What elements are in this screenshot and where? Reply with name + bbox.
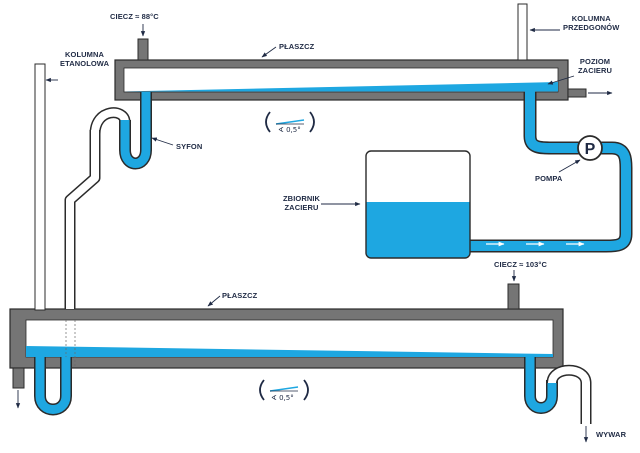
label-angle-top: ∢ 0,5° bbox=[278, 126, 301, 134]
upper-liquid-layer bbox=[124, 82, 558, 92]
return-pipe bbox=[64, 107, 131, 368]
lower-column bbox=[9, 283, 564, 389]
angle-indicator-top bbox=[265, 111, 315, 133]
label-siphon: SYFON bbox=[176, 142, 203, 151]
upper-column bbox=[114, 3, 587, 101]
arrow-siphon bbox=[151, 137, 174, 146]
label-mash-level: POZIOM ZACIERU bbox=[578, 57, 612, 75]
lower-liquid-layer bbox=[26, 346, 553, 357]
lower-left-outlet bbox=[12, 367, 25, 389]
pointer-arrows bbox=[15, 24, 613, 443]
label-mash-level-line2: ZACIERU bbox=[578, 66, 613, 75]
mash-tank bbox=[365, 150, 471, 259]
angle-indicator-bottom bbox=[259, 379, 309, 401]
label-column-ethanol: KOLUMNA ETANOLOWA bbox=[60, 50, 109, 68]
upper-inlet-stub bbox=[137, 38, 149, 61]
label-liquid-top: CIECZ ≈ 88°C bbox=[110, 12, 159, 21]
label-mash-tank: ZBIORNIK ZACIERU bbox=[283, 194, 320, 212]
foreshots-column-tube bbox=[517, 3, 528, 61]
label-column-pre-line1: KOLUMNA bbox=[571, 14, 611, 23]
label-mash-level-line1: POZIOM bbox=[579, 57, 611, 66]
lower-left-siphon bbox=[34, 357, 72, 416]
upper-siphon bbox=[119, 92, 152, 170]
arrow-pump bbox=[558, 159, 581, 173]
pump: P bbox=[577, 135, 603, 161]
mash-line-upper bbox=[523, 90, 580, 155]
label-column-ethanol-line2: ETANOLOWA bbox=[60, 59, 110, 68]
ethanol-column-tube bbox=[34, 63, 46, 311]
label-jacket-bottom: PŁASZCZ bbox=[222, 291, 258, 300]
arrow-jacket-top bbox=[261, 46, 277, 58]
pump-circle bbox=[577, 135, 603, 161]
mash-line-lower bbox=[470, 141, 633, 253]
label-mash-tank-line2: ZACIERU bbox=[284, 203, 319, 212]
label-drain: WYWAR bbox=[596, 430, 627, 439]
label-jacket-top: PŁASZCZ bbox=[279, 42, 315, 51]
label-angle-bottom: ∢ 0,5° bbox=[271, 394, 294, 402]
pump-symbol: P bbox=[585, 141, 596, 158]
upper-right-outlet bbox=[567, 88, 587, 98]
lower-inlet-stub bbox=[507, 283, 520, 310]
mash-tank-body bbox=[365, 150, 471, 259]
arrow-mash-level bbox=[547, 75, 575, 85]
label-column-pre-line2: PRZEDGONÓW bbox=[563, 23, 620, 32]
label-column-ethanol-line1: KOLUMNA bbox=[65, 50, 105, 59]
arrow-jacket-bottom bbox=[207, 295, 221, 307]
drain-siphon bbox=[524, 357, 592, 424]
label-pump: POMPA bbox=[535, 174, 563, 183]
label-mash-tank-line1: ZBIORNIK bbox=[283, 194, 321, 203]
label-liquid-bottom: CIECZ ≈ 103°C bbox=[494, 260, 548, 269]
label-column-pre: KOLUMNA PRZEDGONÓW bbox=[563, 14, 619, 32]
